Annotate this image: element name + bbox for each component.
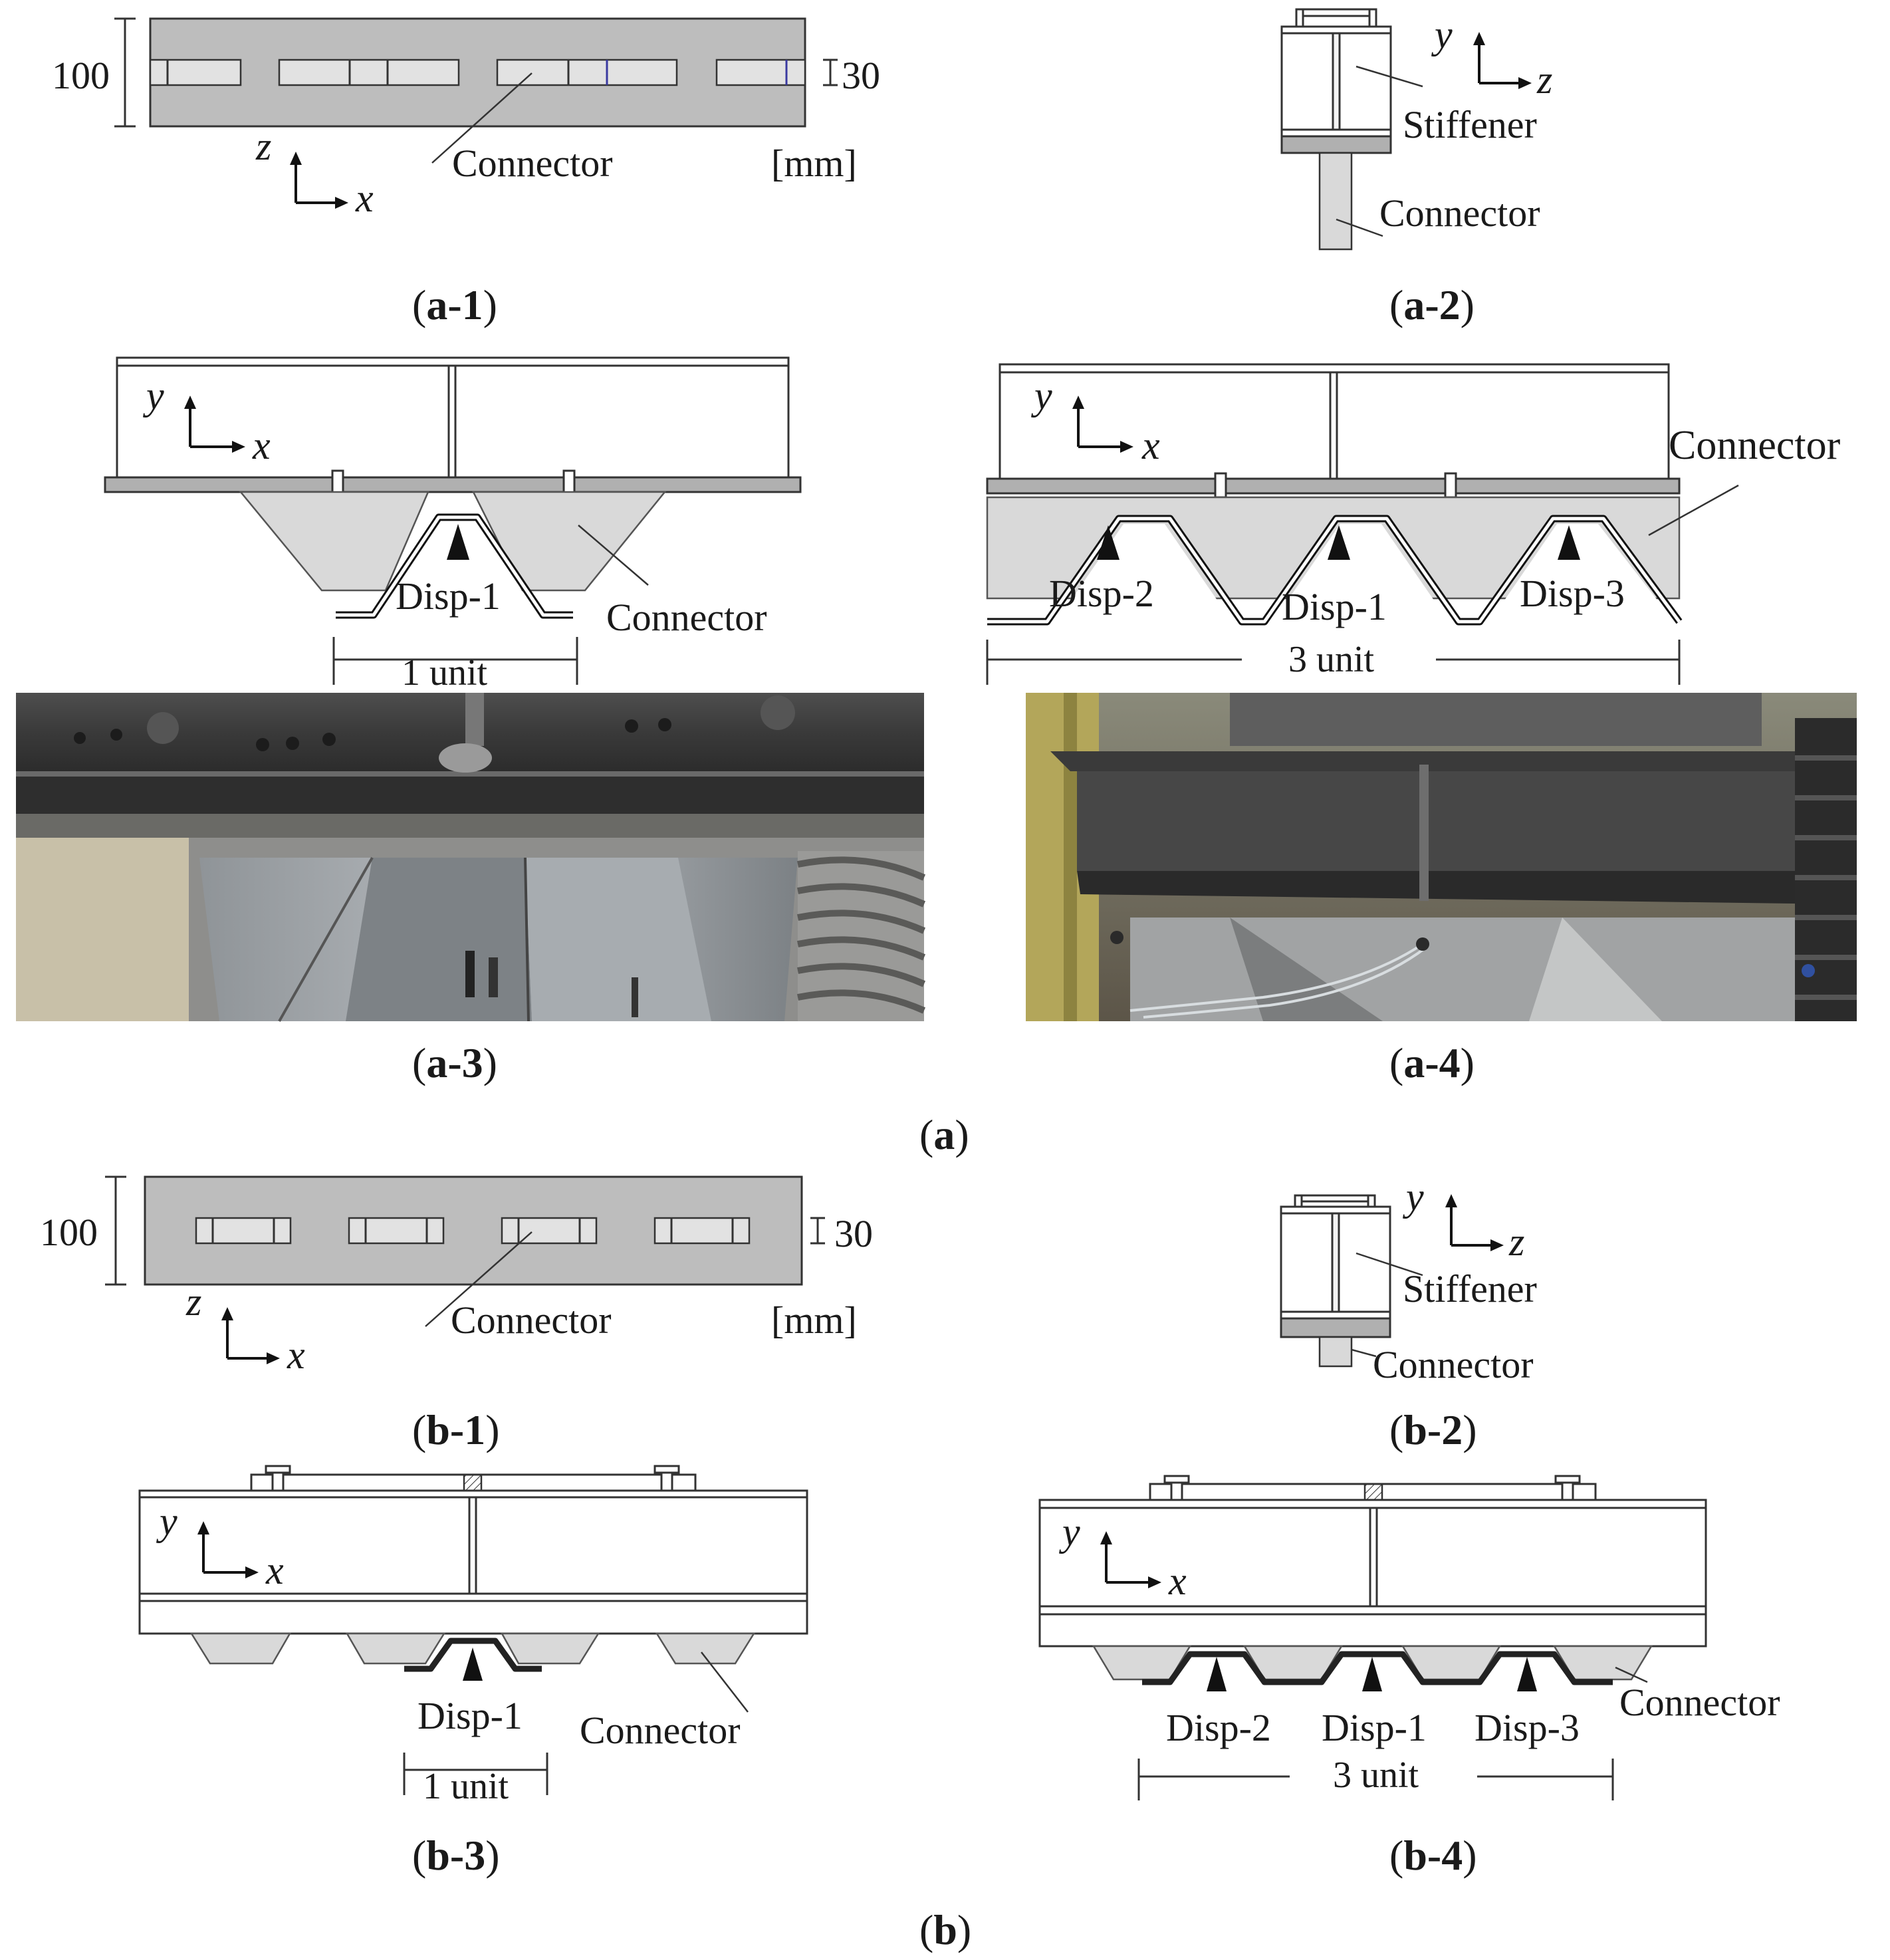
axis-x-label: x	[287, 1333, 305, 1377]
caption-b4: (b-4)	[1389, 1832, 1477, 1879]
axis-indicator: y z	[1402, 1175, 1524, 1264]
three-unit-label: 3 unit	[1288, 639, 1375, 680]
caption-b2: (b-2)	[1389, 1406, 1477, 1453]
connector-label: Connector	[1669, 423, 1841, 468]
diagram-b3: Disp-1 Connector 1 unit y x	[138, 1465, 808, 1807]
disp2-label: Disp-2	[1166, 1706, 1271, 1749]
connector-label: Connector	[606, 596, 767, 639]
diagram-b2: Stiffener Connector y z	[1280, 1175, 1537, 1386]
dim-100-label: 100	[40, 1211, 98, 1254]
dim-30-label: 30	[834, 1212, 873, 1255]
axis-y-label: y	[1030, 374, 1052, 418]
disp3-label: Disp-3	[1475, 1706, 1580, 1749]
diagram-a3: Disp-1 Connector 1 unit y x	[104, 356, 802, 693]
disp1-label: Disp-1	[396, 574, 501, 618]
dim-30-label: 30	[842, 54, 880, 97]
three-unit-label: 3 unit	[1333, 1755, 1419, 1796]
diagram-b1: 100 30 Connector [mm] z x	[40, 1175, 873, 1377]
unit-label: [mm]	[771, 142, 857, 185]
stiffener-label: Stiffener	[1403, 1267, 1537, 1310]
connector-label: Connector	[1619, 1681, 1780, 1724]
one-unit-label: 1 unit	[423, 1766, 509, 1807]
caption-a3: (a-3)	[412, 1039, 497, 1086]
disp2-label: Disp-2	[1049, 572, 1154, 615]
connector-label: Connector	[580, 1709, 741, 1752]
axis-z-label: z	[255, 124, 271, 168]
axis-y-label: y	[1431, 13, 1453, 57]
axis-indicator: y x	[1058, 1510, 1187, 1603]
axis-x-label: x	[355, 176, 374, 220]
photo-a4	[1026, 693, 1857, 1021]
dim-100-label: 100	[52, 54, 110, 97]
photo-a3	[16, 693, 926, 1022]
caption-b1: (b-1)	[412, 1406, 500, 1453]
connector-label: Connector	[1379, 191, 1540, 235]
slot-row	[195, 1217, 751, 1245]
axis-indicator: z x	[255, 124, 374, 220]
axis-y-label: y	[156, 1499, 177, 1543]
connector-label: Connector	[1373, 1343, 1534, 1386]
axis-indicator: y z	[1431, 13, 1552, 102]
one-unit-label: 1 unit	[402, 652, 488, 693]
disp1-label: Disp-1	[1282, 585, 1387, 628]
axis-indicator: y x	[142, 374, 271, 467]
axis-x-label: x	[252, 424, 271, 467]
axis-indicator: z x	[185, 1280, 305, 1377]
diagram-a1: 100 30 Connector [mm] z x	[52, 17, 880, 220]
caption-b3: (b-3)	[412, 1832, 500, 1879]
axis-indicator: y x	[1030, 374, 1160, 467]
caption-b: (b)	[919, 1906, 971, 1953]
caption-a2: (a-2)	[1389, 281, 1475, 328]
caption-a4: (a-4)	[1389, 1039, 1475, 1086]
axis-z-label: z	[1508, 1220, 1524, 1264]
unit-label: [mm]	[771, 1298, 857, 1342]
diagram-a2: Stiffener Connector y z	[1280, 8, 1552, 251]
stiffener-label: Stiffener	[1403, 103, 1537, 146]
axis-x-label: x	[1141, 424, 1160, 467]
diagram-a4: Disp-2 Disp-1 Disp-3 Connector 3 unit y …	[986, 363, 1841, 685]
axis-y-label: y	[1402, 1175, 1424, 1219]
axis-x-label: x	[265, 1548, 284, 1592]
caption-a1: (a-1)	[412, 281, 497, 328]
axis-y-label: y	[1058, 1510, 1080, 1554]
axis-z-label: z	[185, 1280, 201, 1324]
disp3-label: Disp-3	[1520, 572, 1625, 615]
disp1-label: Disp-1	[1322, 1706, 1427, 1749]
connector-plate	[149, 17, 806, 128]
axis-z-label: z	[1536, 58, 1552, 102]
disp1-label: Disp-1	[417, 1694, 523, 1737]
axis-x-label: x	[1168, 1559, 1187, 1603]
spring	[797, 851, 926, 1021]
connector-label: Connector	[452, 142, 613, 185]
connector-label: Connector	[451, 1298, 612, 1342]
slot-row	[149, 59, 806, 86]
axis-y-label: y	[142, 374, 164, 418]
caption-a: (a)	[919, 1111, 969, 1158]
axis-indicator: y x	[156, 1499, 284, 1592]
diagram-b4: Disp-2 Disp-1 Disp-3 Connector 3 unit y …	[1038, 1475, 1780, 1800]
